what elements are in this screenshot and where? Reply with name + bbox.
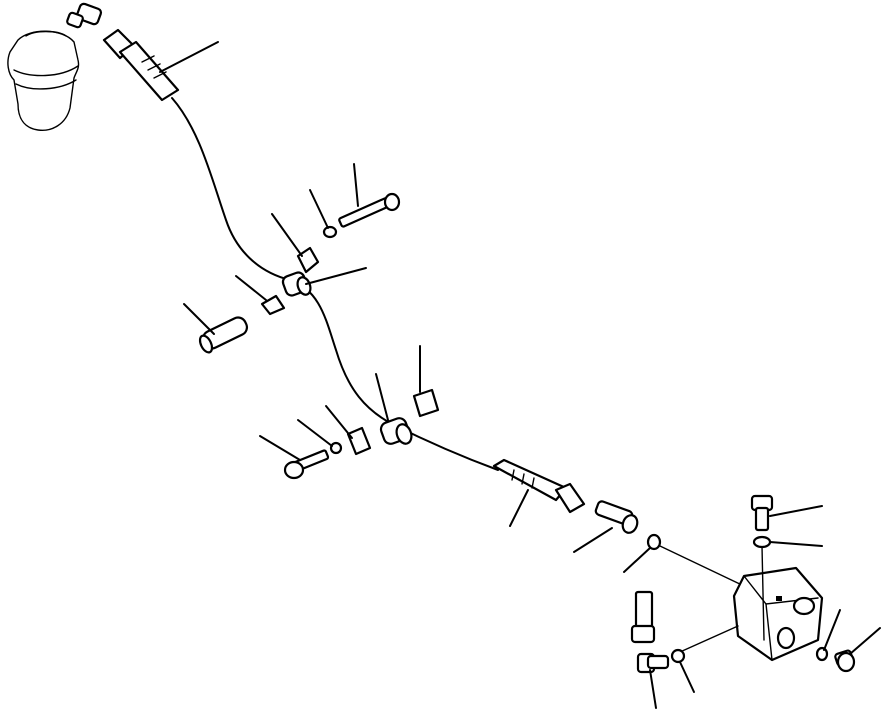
clamp-plate-upper [235, 275, 286, 316]
leader-line-3 [309, 189, 329, 229]
hose-end-fitting-upper [102, 28, 219, 102]
leader-line-14 [573, 527, 613, 553]
o-ring-right [815, 609, 841, 662]
plug-right [834, 627, 881, 673]
hose-end-fitting-lower [492, 458, 586, 527]
o-ring-lower [670, 648, 695, 693]
adapter-fitting [573, 500, 639, 553]
leader-line-1 [159, 41, 219, 73]
washer-top-valve [752, 535, 823, 549]
leader-line-18 [823, 609, 841, 651]
leader-line-10 [325, 405, 353, 439]
clamp-plate-lower [325, 405, 372, 456]
elbow-fitting-top [66, 2, 103, 29]
leader-line-11 [297, 419, 333, 447]
bolt-lower [259, 435, 330, 480]
assembly-line-2 [761, 545, 765, 641]
leader-line-4 [271, 213, 303, 257]
bolt-top-valve [750, 494, 823, 532]
leader-line-15 [623, 547, 651, 573]
valve-block [732, 566, 824, 662]
leader-line-20 [649, 669, 657, 709]
o-ring-1 [623, 533, 662, 573]
leader-line-13 [509, 489, 529, 527]
leader-line-5 [305, 267, 367, 285]
spacer-tube [183, 303, 249, 354]
assembly-line-1 [659, 545, 745, 587]
clip-upper [271, 213, 320, 274]
filter-housing [7, 30, 80, 131]
leader-line-2 [353, 163, 359, 207]
washer-upper [309, 189, 338, 239]
leader-line-17 [769, 541, 823, 547]
hose-main [171, 97, 499, 471]
elbow-fitting-lower [636, 652, 670, 709]
leader-line-21 [679, 661, 695, 693]
leader-line-7 [183, 303, 215, 335]
pipe-fitting-vertical [630, 590, 656, 644]
leader-line-16 [769, 505, 823, 517]
bolt-upper [338, 163, 401, 228]
washer-lower [297, 419, 343, 455]
leader-line-6 [235, 275, 267, 301]
leader-line-19 [849, 627, 881, 655]
grommet-upper [281, 267, 367, 297]
assembly-line-3 [679, 625, 739, 653]
leader-line-9 [375, 373, 389, 421]
grommet-lower [375, 373, 413, 445]
leader-line-12 [259, 435, 301, 461]
clamp-bracket-mid [412, 345, 440, 418]
